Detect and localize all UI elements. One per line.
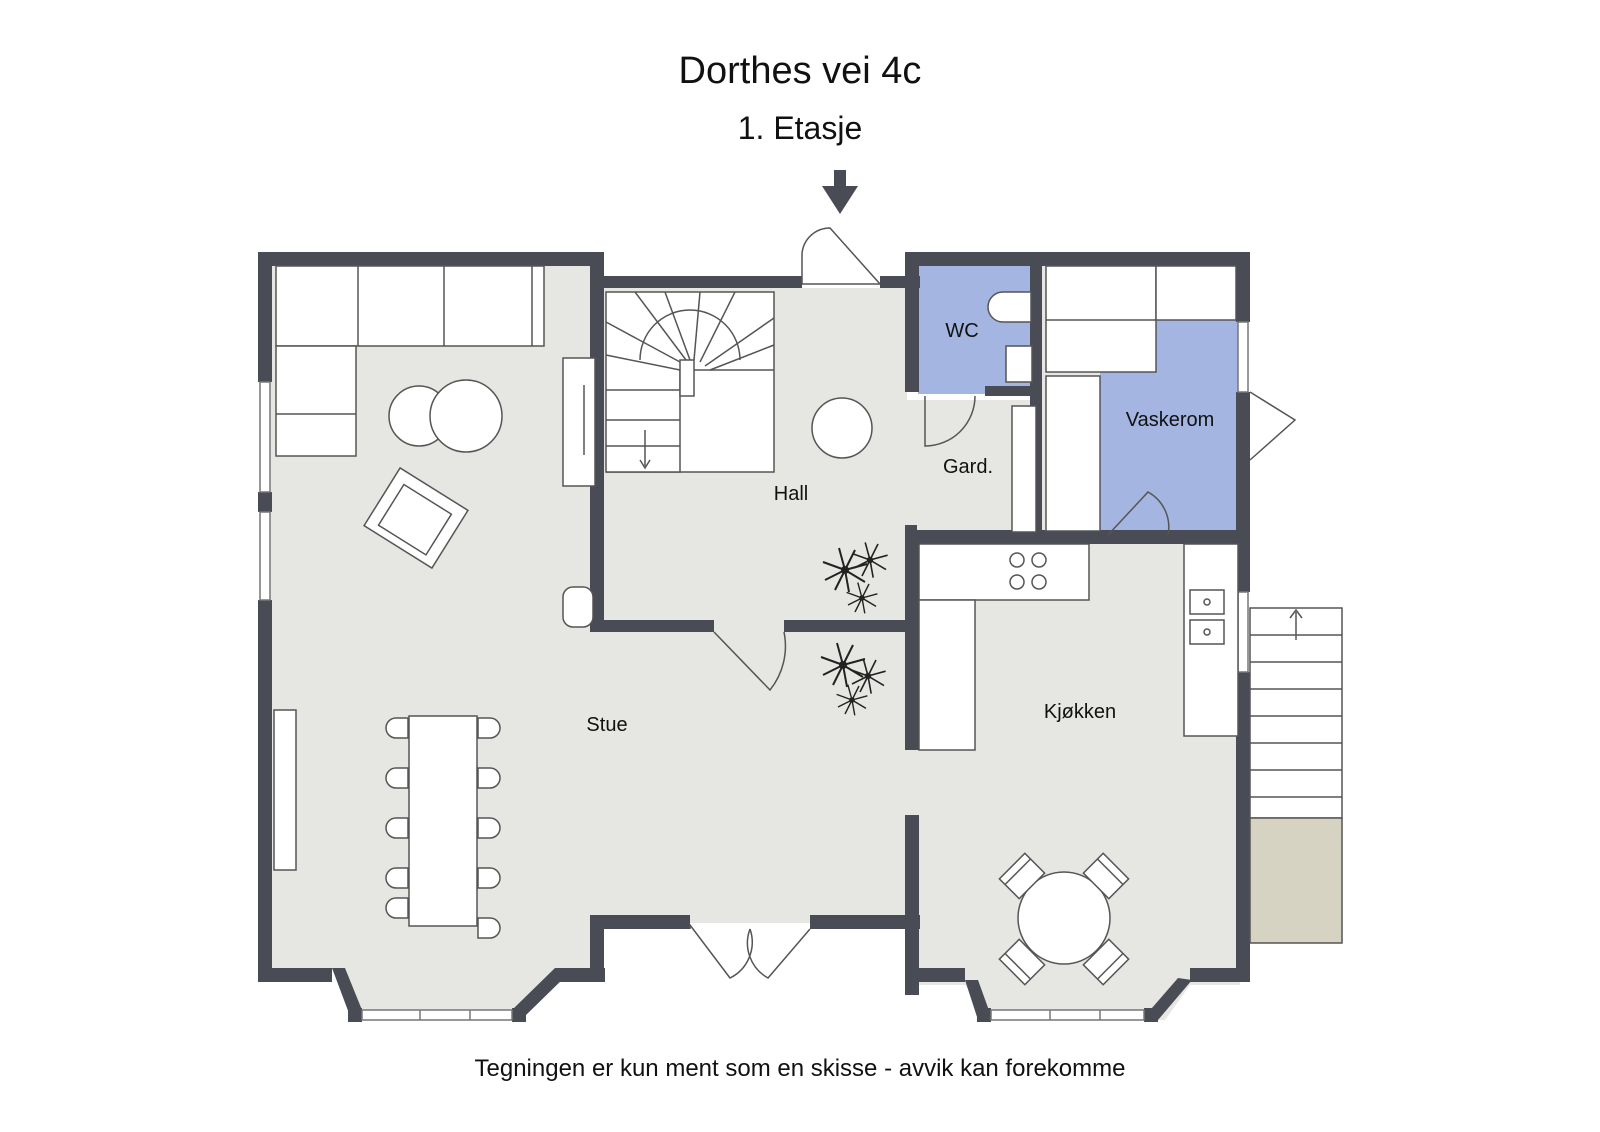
room-label-kjokken: Kjøkken (1044, 701, 1116, 723)
disclaimer: Tegningen er kun ment som en skisse - av… (474, 1055, 1126, 1082)
room-label-wc: WC (945, 320, 978, 342)
room-label-hall: Hall (774, 483, 808, 505)
windows (259, 321, 1249, 1021)
floor-label: 1. Etasje (737, 110, 863, 146)
outdoor-stair (1249, 607, 1343, 944)
walls (258, 252, 1250, 1022)
room-label-stue: Stue (586, 714, 627, 736)
kitchen-chairs (998, 852, 1130, 986)
staircase (605, 291, 775, 473)
room-label-gard: Gard. (943, 456, 993, 478)
plan-title: Dorthes vei 4c (678, 50, 922, 92)
furniture (273, 265, 1239, 965)
room-label-vaskerom: Vaskerom (1126, 409, 1215, 431)
doors (689, 227, 1297, 979)
arrow-down-icon (822, 170, 858, 214)
